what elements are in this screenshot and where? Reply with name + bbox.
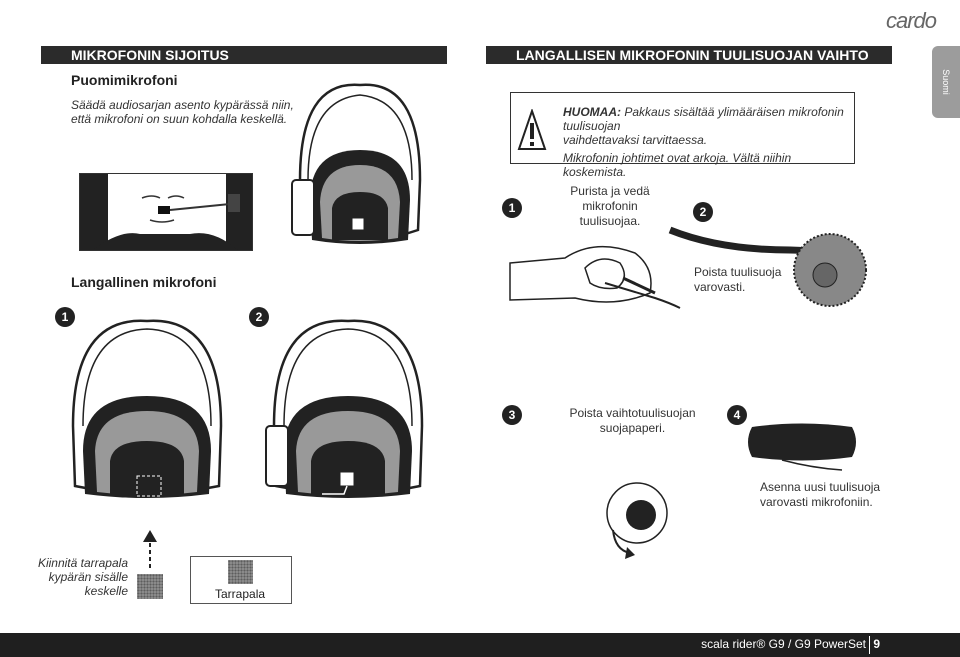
attach-line-2: kypärän sisälle [48,570,128,584]
tarrapala-legend-label: Tarrapala [215,587,266,601]
attach-instruction: Kiinnitä tarrapala kypärän sisälle keske… [28,556,128,598]
language-tab: Suomi [932,46,960,118]
remove-windshield-illustration [668,226,867,307]
page-footer: scala rider® G9 / G9 PowerSet 9 [0,633,960,657]
step-4-caption: Asenna uusi tuulisuoja varovasti mikrofo… [760,480,890,510]
footer-separator [869,636,870,654]
boom-mic-text-line2: että mikrofoni on suun kohdalla keskellä… [71,112,288,126]
attach-line-1: Kiinnitä tarrapala [37,556,128,570]
peel-paper-illustration [606,482,668,559]
page-number: 9 [873,637,880,651]
step-2-line-1: Poista tuulisuoja [694,265,782,279]
cardo-logo: cardo [885,8,937,33]
warning-title: HUOMAA: [563,105,621,119]
step-1-line-3: tuulisuojaa. [579,214,641,228]
warning-line-3: Mikrofonin johtimet ovat arkoja. Vältä n… [563,151,792,179]
attach-line-3: keskelle [84,584,128,598]
arrow-up-icon [143,530,157,568]
tarrapala-legend: Tarrapala [190,556,292,604]
step-1-number: 1 [502,198,522,218]
step-3-line-2: suojapaperi. [599,421,666,435]
boom-mic-text-line1: Säädä audiosarjan asento kypärässä niin, [71,98,294,112]
footer-model: scala rider® G9 / G9 PowerSet [701,637,866,651]
boom-mic-photo [79,173,253,251]
warning-text: HUOMAA: Pakkaus sisältää ylimääräisen mi… [563,105,853,179]
step-4-number: 4 [727,405,747,425]
step-2-number: 2 [693,202,713,222]
step-4-line-2: varovasti mikrofoniin. [760,495,873,509]
step-4-line-1: Asenna uusi tuulisuoja [760,480,881,494]
step-1-caption: Purista ja vedä mikrofonin tuulisuojaa. [560,184,660,229]
hand-squeeze-illustration [509,245,681,309]
wired-step-1-number: 1 [55,307,75,327]
step-3-number: 3 [502,405,522,425]
step-3-caption: Poista vaihtotuulisuojan suojapaperi. [565,406,700,436]
step-2-caption: Poista tuulisuoja varovasti. [694,265,804,295]
exclamation-icon [517,109,547,150]
wired-step-2-number: 2 [249,307,269,327]
helmet-boom-illustration [291,83,422,244]
helmet-wired-step2-illustration [265,319,424,498]
left-section-header-text: MIKROFONIN SIJOITUS [71,47,229,63]
wired-mic-title: Langallinen mikrofoni [71,274,217,290]
step-1-line-1: Purista ja vedä [570,184,650,198]
step-1-line-2: mikrofonin [582,199,638,213]
language-tab-label: Suomi [941,69,951,95]
step-3-line-1: Poista vaihtotuulisuojan [569,406,696,420]
right-section-header-text: LANGALLISEN MIKROFONIN TUULISUOJAN VAIHT… [516,47,869,63]
boom-mic-title: Puomimikrofoni [71,72,178,88]
boom-mic-text: Säädä audiosarjan asento kypärässä niin,… [71,98,294,126]
left-section-header: MIKROFONIN SIJOITUS [41,46,447,64]
helmet-wired-step1-illustration [71,319,223,498]
tarrapala-swatch [137,574,163,599]
tarrapala-legend-swatch [228,560,253,584]
warning-box: HUOMAA: Pakkaus sisältää ylimääräisen mi… [510,92,855,179]
warning-line-1: Pakkaus sisältää ylimääräisen mikrofonin… [563,105,844,133]
new-windshield-illustration [748,423,856,471]
warning-line-2: vaihdettavaksi tarvittaessa. [563,133,708,147]
step-2-line-2: varovasti. [694,280,746,294]
right-section-header: LANGALLISEN MIKROFONIN TUULISUOJAN VAIHT… [486,46,892,64]
